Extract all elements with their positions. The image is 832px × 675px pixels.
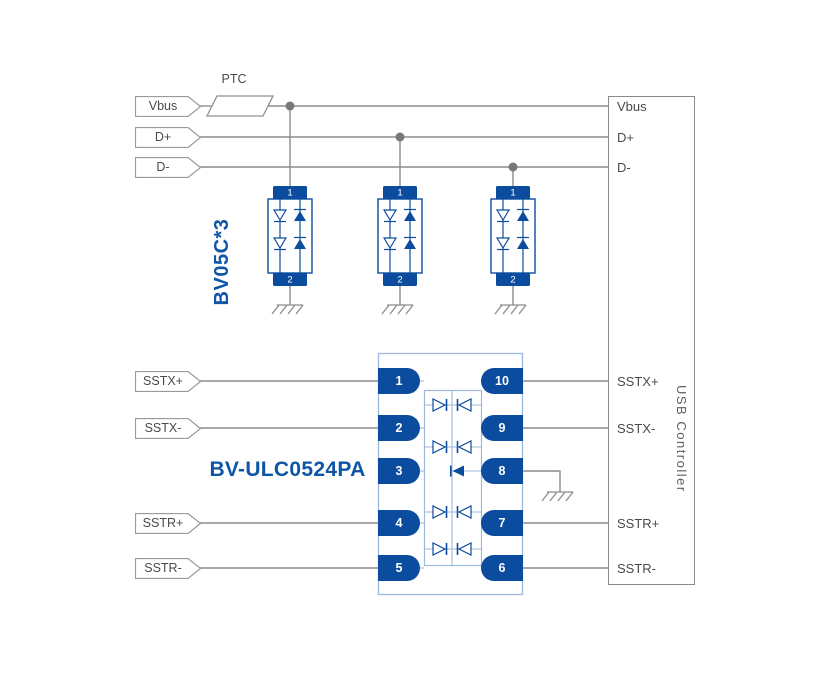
ptc-resistor — [205, 95, 275, 117]
sstr-plus-tag-label: SSTR+ — [142, 516, 184, 530]
controller-pin-sstr-plus: SSTR+ — [617, 516, 660, 531]
sstx-plus-tag-label: SSTX+ — [143, 374, 183, 388]
sstx-minus-tag-label: SSTX- — [144, 421, 182, 435]
signal-wires — [200, 105, 608, 569]
tvs3-pin-top-label: 1 — [510, 188, 515, 199]
ground-icon-2 — [381, 304, 414, 315]
vbus-tag-label: Vbus — [148, 99, 178, 113]
tvs-device-2: 1 2 — [377, 186, 423, 286]
chip-pin-5: 5 — [378, 555, 420, 581]
sstr-minus-tag-label: SSTR- — [144, 561, 182, 575]
ground-icons — [271, 304, 574, 502]
chip-pin-6: 6 — [481, 555, 523, 581]
tvs2-pin-bottom-label: 2 — [397, 275, 402, 286]
sstx-plus-input-tag: SSTX+ — [135, 371, 201, 392]
chip-pin-8: 8 — [481, 458, 523, 484]
usb-controller-label: USB Controller — [674, 385, 689, 493]
controller-pin-vbus: Vbus — [617, 99, 647, 114]
ptc-label: PTC — [221, 72, 247, 86]
junction-dot — [285, 101, 295, 111]
junction-dots — [285, 101, 518, 172]
chip-pin-10: 10 — [481, 368, 523, 394]
esd-chip-label: BV-ULC0524PA — [209, 458, 366, 481]
tvs-device-3: 1 2 — [490, 186, 536, 286]
ground-icon-4 — [541, 491, 574, 502]
controller-pin-sstx-plus: SSTX+ — [617, 374, 659, 389]
controller-pin-d-minus: D- — [617, 160, 631, 175]
controller-pin-d-plus: D+ — [617, 130, 634, 145]
sstr-plus-input-tag: SSTR+ — [135, 513, 201, 534]
tvs1-pin-bottom-label: 2 — [287, 275, 292, 286]
d-minus-input-tag: D- — [135, 157, 201, 178]
tvs3-pin-bottom-label: 2 — [510, 275, 515, 286]
chip-ground-diode — [452, 465, 464, 477]
ground-icon-3 — [494, 304, 527, 315]
usb-controller-box: Vbus D+ D- SSTX+ SSTX- SSTR+ SSTR- USB C… — [608, 96, 695, 585]
d-plus-tag-label: D+ — [154, 130, 172, 144]
chip-pin-4: 4 — [378, 510, 420, 536]
tvs2-pin-top-label: 1 — [397, 188, 402, 199]
chip-pin-7: 7 — [481, 510, 523, 536]
junction-dot — [508, 162, 518, 172]
ground-icon-1 — [271, 304, 304, 315]
tvs-device-1: 1 2 — [267, 186, 313, 286]
sstr-minus-input-tag: SSTR- — [135, 558, 201, 579]
controller-pin-sstx-minus: SSTX- — [617, 421, 656, 436]
d-minus-tag-label: D- — [156, 160, 170, 174]
sstx-minus-input-tag: SSTX- — [135, 418, 201, 439]
tvs-array-label: BV05C*3 — [211, 218, 233, 306]
controller-pin-sstr-minus: SSTR- — [617, 561, 656, 576]
vbus-input-tag: Vbus — [135, 96, 201, 117]
chip-diode-pairs — [432, 398, 472, 556]
chip-pin-1: 1 — [378, 368, 420, 394]
d-plus-input-tag: D+ — [135, 127, 201, 148]
tvs1-pin-top-label: 1 — [287, 188, 292, 199]
junction-dot — [395, 132, 405, 142]
chip-pin-3: 3 — [378, 458, 420, 484]
chip-pin-9: 9 — [481, 415, 523, 441]
chip-pin-2: 2 — [378, 415, 420, 441]
